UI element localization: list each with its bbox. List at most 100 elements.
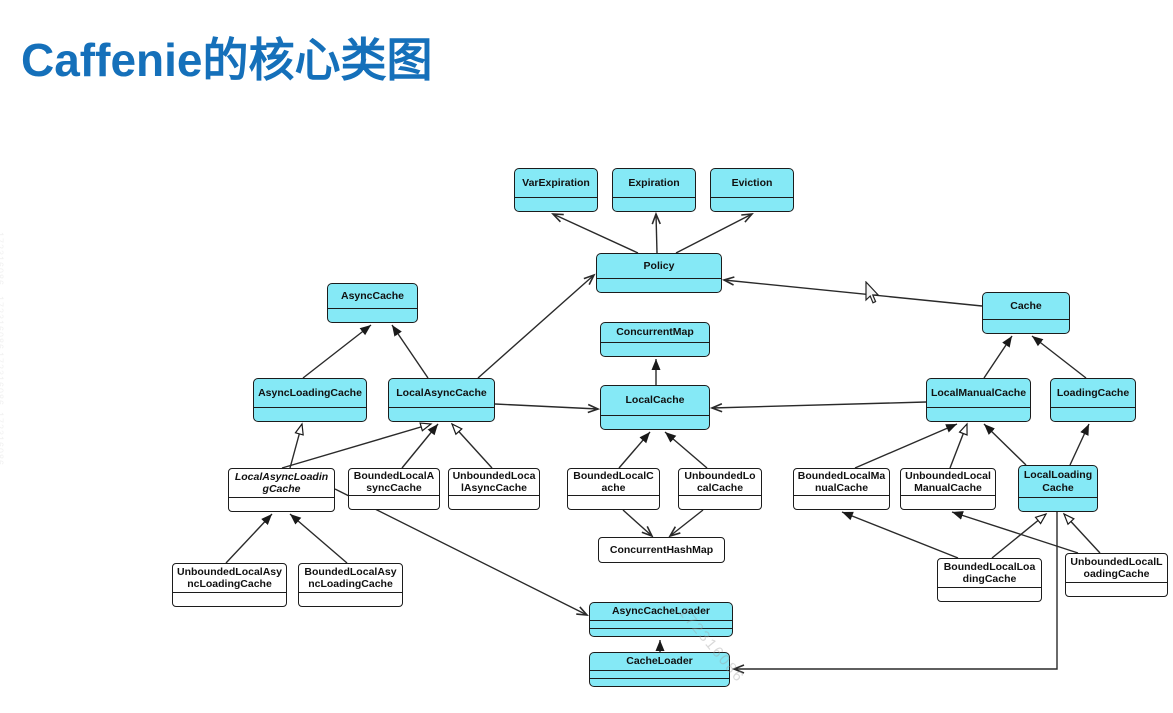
edge-local-async-cache-to-local-cache	[494, 403, 601, 414]
edge-bounded-local-cache-to-local-cache	[618, 431, 651, 469]
class-box-local-loading-cache: LocalLoadingCache	[1018, 465, 1098, 512]
empty-compartment	[449, 496, 539, 509]
class-box-bounded-local-manual-cache: BoundedLocalManualCache	[793, 468, 890, 510]
empty-compartment	[1051, 408, 1135, 421]
class-name-label: LocalCache	[625, 394, 685, 407]
empty-compartment	[983, 320, 1069, 333]
empty-compartment	[1019, 498, 1097, 511]
edge-local-loading-cache-to-loading-cache	[1069, 423, 1090, 466]
edge-policy-to-var-expiration	[551, 213, 639, 254]
edge-bounded-local-loading-cache-to-local-loading-cache	[991, 512, 1048, 559]
edge-async-loading-cache-to-async-cache	[302, 324, 372, 379]
compartment-divider	[1051, 407, 1135, 408]
compartment-divider	[299, 592, 402, 593]
edge-bounded-local-loading-cache-to-bounded-local-manual-cache	[841, 511, 959, 559]
compartment-divider	[590, 628, 732, 629]
compartment-divider	[515, 197, 597, 198]
mouse-cursor	[865, 281, 880, 304]
watermark-edge: 172316086	[0, 412, 5, 467]
class-box-var-expiration: VarExpiration	[514, 168, 598, 212]
edge-policy-to-expiration	[651, 211, 661, 254]
edge-local-manual-cache-to-local-cache	[709, 401, 927, 413]
compartment-divider	[590, 620, 732, 621]
class-box-local-async-loading-cache: LocalAsyncLoadingCache	[228, 468, 335, 512]
class-box-concurrent-hash-map: ConcurrentHashMap	[598, 537, 725, 563]
compartment-divider	[590, 678, 729, 679]
class-name-label: Policy	[643, 259, 675, 272]
edge-cache-to-policy	[721, 276, 983, 307]
class-box-async-cache: AsyncCache	[327, 283, 418, 323]
class-box-unbounded-local-manual-cache: UnboundedLocalManualCache	[900, 468, 996, 510]
class-name-label: ConcurrentMap	[616, 326, 694, 339]
compartment-divider	[711, 197, 793, 198]
compartment-divider	[568, 495, 659, 497]
compartment-divider	[613, 197, 695, 198]
class-name-label: AsyncCacheLoader	[611, 605, 711, 618]
compartment-divider	[601, 342, 709, 343]
class-name-label: AsyncLoadingCache	[258, 386, 362, 399]
watermark-edge: 172316086	[0, 296, 5, 351]
class-name-label: VarExpiration	[522, 176, 590, 189]
empty-compartment	[299, 593, 402, 606]
compartment-divider	[901, 495, 995, 497]
empty-compartment	[601, 416, 709, 429]
empty-compartment	[568, 496, 659, 509]
class-box-bounded-local-cache: BoundedLocalCache	[567, 468, 660, 510]
edge-bounded-local-cache-to-concurrent-hash-map	[622, 509, 654, 538]
watermark-edge: 172316086	[0, 232, 5, 287]
empty-compartment	[679, 496, 761, 509]
class-name-label: BoundedLocalAsyncLoadingCache	[304, 565, 397, 590]
compartment-divider	[597, 278, 721, 279]
empty-compartment	[254, 408, 366, 421]
empty-compartment	[613, 198, 695, 211]
class-box-cache-loader: CacheLoader	[589, 652, 730, 687]
class-name-label: LocalAsyncLoadingCache	[234, 470, 329, 495]
class-name-label: CacheLoader	[626, 655, 693, 668]
class-name-label: BoundedLocalManualCache	[797, 470, 886, 495]
class-name-label: UnboundedLocalCache	[684, 470, 756, 495]
class-box-async-cache-loader: AsyncCacheLoader	[589, 602, 733, 637]
empty-compartment	[590, 679, 729, 686]
class-box-unbounded-local-async-cache: UnboundedLocalAsyncCache	[448, 468, 540, 510]
class-box-loading-cache: LoadingCache	[1050, 378, 1136, 422]
edge-local-async-cache-to-async-cache	[391, 324, 429, 379]
edge-unbounded-local-async-cache-to-local-async-cache	[450, 422, 493, 469]
edge-local-async-cache-to-policy	[477, 273, 596, 379]
empty-compartment	[173, 593, 286, 606]
edge-local-loading-cache-to-cache-loader	[731, 512, 1058, 674]
empty-compartment	[927, 408, 1030, 421]
class-name-label: LoadingCache	[1056, 386, 1130, 399]
empty-compartment	[597, 279, 721, 292]
edge-bounded-local-async-loading-cache-to-local-async-loading-cache	[289, 513, 348, 564]
class-box-async-loading-cache: AsyncLoadingCache	[253, 378, 367, 422]
class-name-label: Expiration	[628, 176, 680, 189]
edge-local-loading-cache-to-local-manual-cache	[983, 423, 1027, 466]
compartment-divider	[173, 592, 286, 593]
compartment-divider	[349, 495, 439, 497]
empty-compartment	[601, 343, 709, 356]
class-name-label: UnboundedLocalManualCache	[905, 470, 991, 495]
class-box-policy: Policy	[596, 253, 722, 293]
compartment-divider	[1019, 497, 1097, 498]
edge-loading-cache-to-cache	[1031, 335, 1087, 379]
compartment-divider	[983, 319, 1069, 320]
edge-policy-to-eviction	[675, 213, 754, 254]
empty-compartment	[349, 496, 439, 509]
empty-compartment	[794, 496, 889, 509]
edge-unbounded-local-cache-to-local-cache	[664, 431, 708, 469]
class-name-label: LocalLoadingCache	[1023, 469, 1093, 494]
class-box-cache: Cache	[982, 292, 1070, 334]
class-box-bounded-local-loading-cache: BoundedLocalLoadingCache	[937, 558, 1042, 602]
edge-bounded-local-manual-cache-to-local-manual-cache	[854, 423, 958, 469]
class-name-label: AsyncCache	[340, 289, 405, 302]
edge-bounded-local-async-cache-to-local-async-cache	[401, 423, 439, 469]
edge-unbounded-local-cache-to-concurrent-hash-map	[668, 509, 704, 538]
empty-compartment	[229, 498, 334, 511]
compartment-divider	[254, 407, 366, 408]
empty-compartment	[328, 309, 417, 322]
edge-local-async-loading-cache-to-local-async-cache	[281, 422, 433, 469]
